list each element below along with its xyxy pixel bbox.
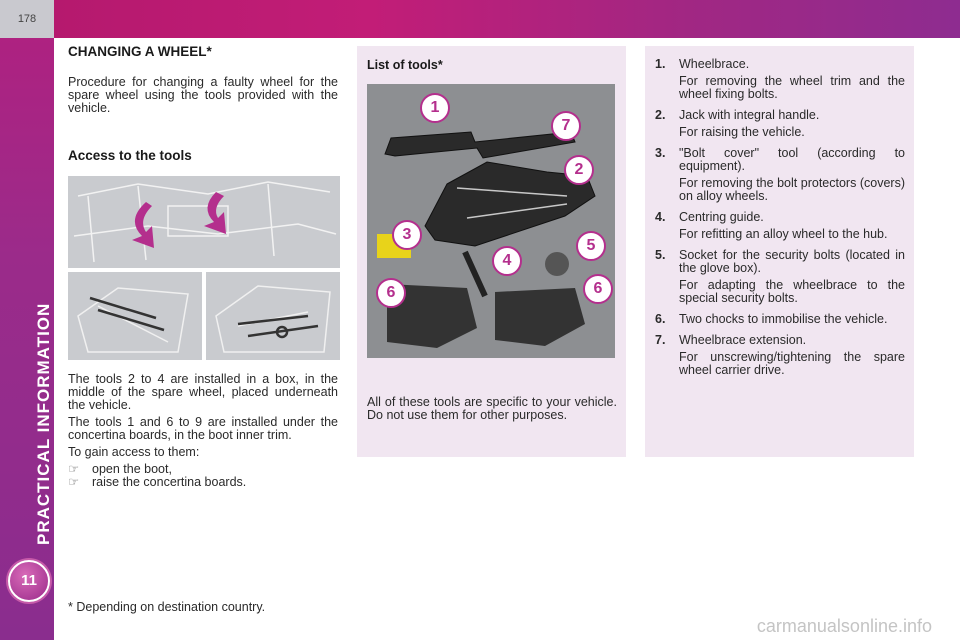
chapter-title: PRACTICAL INFORMATION <box>34 302 53 545</box>
chapter-sidebar <box>0 0 54 640</box>
tool-item: 5. Socket for the security bolts (locate… <box>655 248 905 305</box>
tool-item: 4. Centring guide.For refitting an alloy… <box>655 210 888 241</box>
tool-badge: 2 <box>564 155 594 185</box>
tool-item: 1. Wheelbrace.For removing the wheel tri… <box>655 57 905 101</box>
pointing-hand-icon: ☞ <box>68 475 80 489</box>
chapter-badge: 11 <box>8 560 50 602</box>
watermark: carmanualsonline.info <box>756 616 932 636</box>
access-text-3: To gain access to them: <box>68 445 200 459</box>
list-heading: List of tools* <box>367 58 443 72</box>
intro-text: Procedure for changing a faulty wheel fo… <box>68 75 338 115</box>
step-item: ☞ raise the concertina boards. <box>68 475 247 489</box>
tool-badge: 3 <box>392 220 422 250</box>
tool-badge: 1 <box>420 93 450 123</box>
tool-badge: 6 <box>376 278 406 308</box>
header-band <box>54 0 960 38</box>
tool-badge: 6 <box>583 274 613 304</box>
boot-illustration <box>68 176 340 360</box>
tool-item: 2. Jack with integral handle.For raising… <box>655 108 820 139</box>
tool-badge: 7 <box>551 111 581 141</box>
tool-item: 7. Wheelbrace extension.For unscrewing/t… <box>655 333 905 377</box>
pointing-hand-icon: ☞ <box>68 462 80 476</box>
tool-badge: 4 <box>492 246 522 276</box>
access-instructions: The tools 2 to 4 are installed in a box,… <box>68 373 338 489</box>
list-note: All of these tools are specific to your … <box>367 395 617 422</box>
page-number: 178 <box>0 0 55 38</box>
tool-item: 3. "Bolt cover" tool (according to equip… <box>655 146 905 203</box>
tool-item: 6. Two chocks to immobilise the vehicle. <box>655 312 888 326</box>
access-text-2: The tools 1 and 6 to 9 are installed und… <box>68 415 338 442</box>
footnote: * Depending on destination country. <box>68 600 266 614</box>
tool-descriptions-panel: 1. Wheelbrace.For removing the wheel tri… <box>645 46 914 457</box>
access-heading: Access to the tools <box>68 148 192 163</box>
step-item: ☞ open the boot, <box>68 462 172 476</box>
section-title: CHANGING A WHEEL* <box>68 44 212 59</box>
tool-badge: 5 <box>576 231 606 261</box>
access-text-1: The tools 2 to 4 are installed in a box,… <box>68 372 338 412</box>
